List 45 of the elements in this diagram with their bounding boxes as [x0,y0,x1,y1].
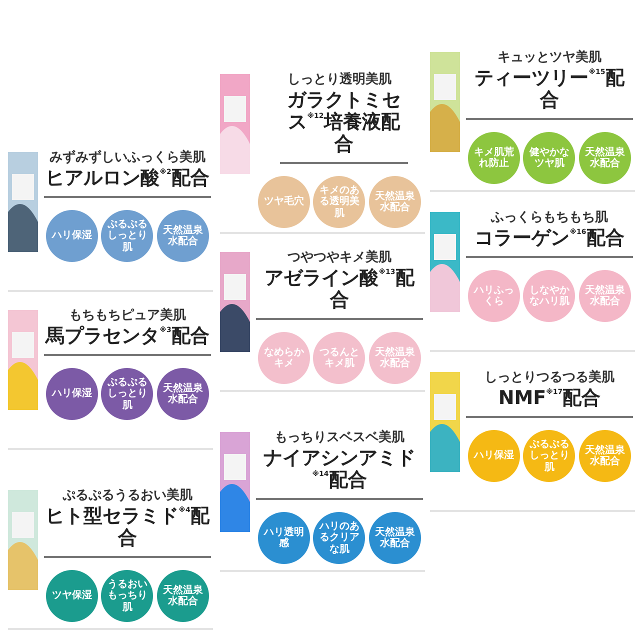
ingredient-heading: ヒト型セラミド$^{※4}$配合 [44,506,211,558]
benefit-circle: なめらかキメ [258,332,310,384]
benefit-circle: ハリふっくら [468,270,520,322]
benefit-circle: 天然温泉水配合 [157,368,210,420]
benefit-circle: 天然温泉水配合 [157,570,210,622]
benefit-circle: ツヤ保湿 [46,570,98,622]
tagline: もちもちピュア美肌 [68,306,187,324]
ingredient-heading: NMF$^{※17}$配合 [466,388,633,418]
tagline: キュッとツヤ美肌 [496,48,602,66]
benefit-circle: ハリ保湿 [46,368,98,420]
ingredient-heading: 馬プラセンタ$^{※3}$配合 [44,326,211,356]
benefit-circle: 天然温泉水配合 [579,270,632,322]
tagline: しっとりつるつる美肌 [484,368,616,386]
tagline: ふっくらもちもち肌 [490,209,609,226]
benefit-circle: ぷるぷるしっとり肌 [523,430,576,482]
benefit-circle: つるんとキメ肌 [313,332,366,384]
ingredient-heading: ナイアシンアミド$^{※14}$配合 [256,448,423,500]
benefit-circle: 天然温泉水配合 [157,210,210,262]
benefit-circle: 天然温泉水配合 [579,430,632,482]
benefit-circle: 天然温泉水配合 [369,176,422,228]
benefit-circle: キメのある透明美肌 [313,176,366,228]
benefit-circle: ぷるぷるしっとり肌 [101,368,154,420]
tagline: もっちりスベスベ美肌 [274,428,406,446]
ingredient-heading: ヒアルロン酸$^{※2}$配合 [44,168,211,198]
benefit-circle: ハリ透明感 [258,512,310,564]
tagline: みずみずしいふっくら美肌 [48,148,206,166]
ingredient-heading: ガラクトミセス$^{※12}$培養液配合 [280,90,408,164]
ingredient-heading: コラーゲン$^{※16}$配合 [466,228,633,258]
benefit-circle: ハリ保湿 [468,430,520,482]
tagline: つやつやキメ美肌 [286,248,392,266]
benefit-circle: キメ肌荒れ防止 [468,132,520,184]
benefit-circle: 天然温泉水配合 [369,332,422,384]
benefit-circle: 天然温泉水配合 [369,512,422,564]
tagline: しっとり透明美肌 [286,70,392,88]
benefit-circle: ハリ保湿 [46,210,98,262]
benefit-circle: ぷるぷるしっとり肌 [101,210,154,262]
benefit-circle: 健やかなツヤ肌 [523,132,576,184]
benefit-circle: しなやかなハリ肌 [523,270,576,322]
benefit-circle: ハリのあるクリアな肌 [313,512,366,564]
ingredient-heading: アゼライン酸$^{※13}$配合 [256,268,423,320]
ingredient-heading: ティーツリー$^{※15}$配合 [466,68,633,120]
benefit-circle: ツヤ毛穴 [258,176,310,228]
benefit-circle: うるおいもっちり肌 [101,570,154,622]
tagline: ぷるぷるうるおい美肌 [62,486,194,504]
benefit-circle: 天然温泉水配合 [579,132,632,184]
